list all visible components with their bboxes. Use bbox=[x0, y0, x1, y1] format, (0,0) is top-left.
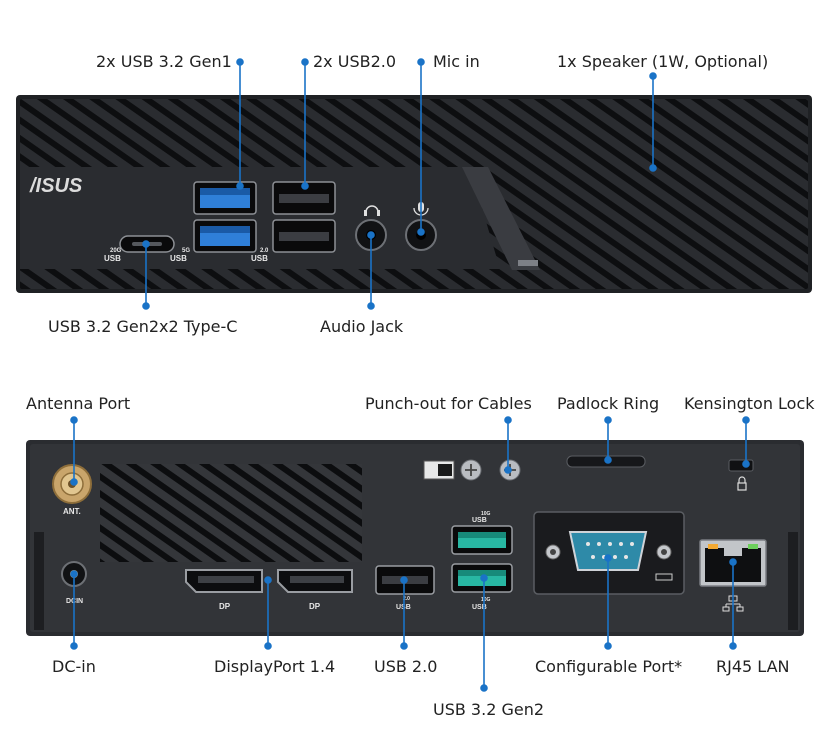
label-punch-out: Punch-out for Cables bbox=[365, 394, 532, 413]
rear-chassis bbox=[26, 440, 804, 636]
usb-20-usb-mark: USB bbox=[251, 254, 268, 263]
usb20-port-top[interactable] bbox=[272, 181, 336, 215]
asus-logo: /ISUS bbox=[29, 175, 83, 197]
label-rj45-lan: RJ45 LAN bbox=[716, 657, 790, 676]
label-usb32-gen1: 2x USB 3.2 Gen1 bbox=[96, 52, 232, 71]
label-audio-jack: Audio Jack bbox=[320, 317, 404, 336]
label-padlock-ring: Padlock Ring bbox=[557, 394, 660, 413]
usb32-gen1-port-bottom[interactable] bbox=[193, 219, 257, 253]
label-usb20-rear: USB 2.0 bbox=[374, 657, 438, 676]
label-dc-in: DC-in bbox=[52, 657, 96, 676]
usb-20-mark: 2.0 bbox=[260, 248, 269, 254]
dp2-mark: DP bbox=[309, 602, 321, 611]
typec-20g-mark: 20G bbox=[110, 248, 122, 254]
punch-out-cables bbox=[423, 460, 455, 480]
label-speaker: 1x Speaker (1W, Optional) bbox=[557, 52, 769, 71]
usb10-bot-ver-mark: 10G bbox=[481, 597, 491, 603]
displayport-2[interactable] bbox=[277, 569, 353, 593]
front-chassis bbox=[16, 95, 812, 293]
usb20-port-bottom[interactable] bbox=[272, 219, 336, 253]
label-usb32-gen2: USB 3.2 Gen2 bbox=[433, 700, 545, 719]
usb10-top-mark: USB bbox=[472, 517, 487, 524]
label-usb20-front: 2x USB2.0 bbox=[313, 52, 397, 71]
antenna-mark: ANT. bbox=[63, 507, 81, 516]
label-antenna-port: Antenna Port bbox=[26, 394, 131, 413]
usb10-top-ver-mark: 10G bbox=[481, 511, 491, 517]
dp1-mark: DP bbox=[219, 602, 231, 611]
label-mic-in: Mic in bbox=[433, 52, 480, 71]
label-typec: USB 3.2 Gen2x2 Type-C bbox=[48, 317, 238, 336]
typec-usb-mark: USB bbox=[104, 254, 121, 263]
callout-lines bbox=[70, 58, 750, 692]
usb-5g-mark: 5G bbox=[182, 248, 190, 254]
screw-icon bbox=[460, 459, 482, 481]
usb32-gen2-port-top[interactable] bbox=[451, 525, 513, 555]
displayport-1[interactable] bbox=[185, 569, 263, 593]
label-kensington-lock: Kensington Lock bbox=[684, 394, 815, 413]
lock-icon bbox=[737, 476, 747, 491]
label-displayport: DisplayPort 1.4 bbox=[214, 657, 336, 676]
label-configurable-port: Configurable Port* bbox=[535, 657, 683, 676]
usb-5g-usb-mark: USB bbox=[170, 254, 187, 263]
usb32-gen1-port-top[interactable] bbox=[193, 181, 257, 215]
configurable-serial-port[interactable] bbox=[533, 511, 685, 595]
headphone-icon bbox=[364, 205, 380, 216]
usb10-bot-mark: USB bbox=[472, 604, 487, 611]
usb2-ver-mark: 2.0 bbox=[403, 596, 410, 602]
